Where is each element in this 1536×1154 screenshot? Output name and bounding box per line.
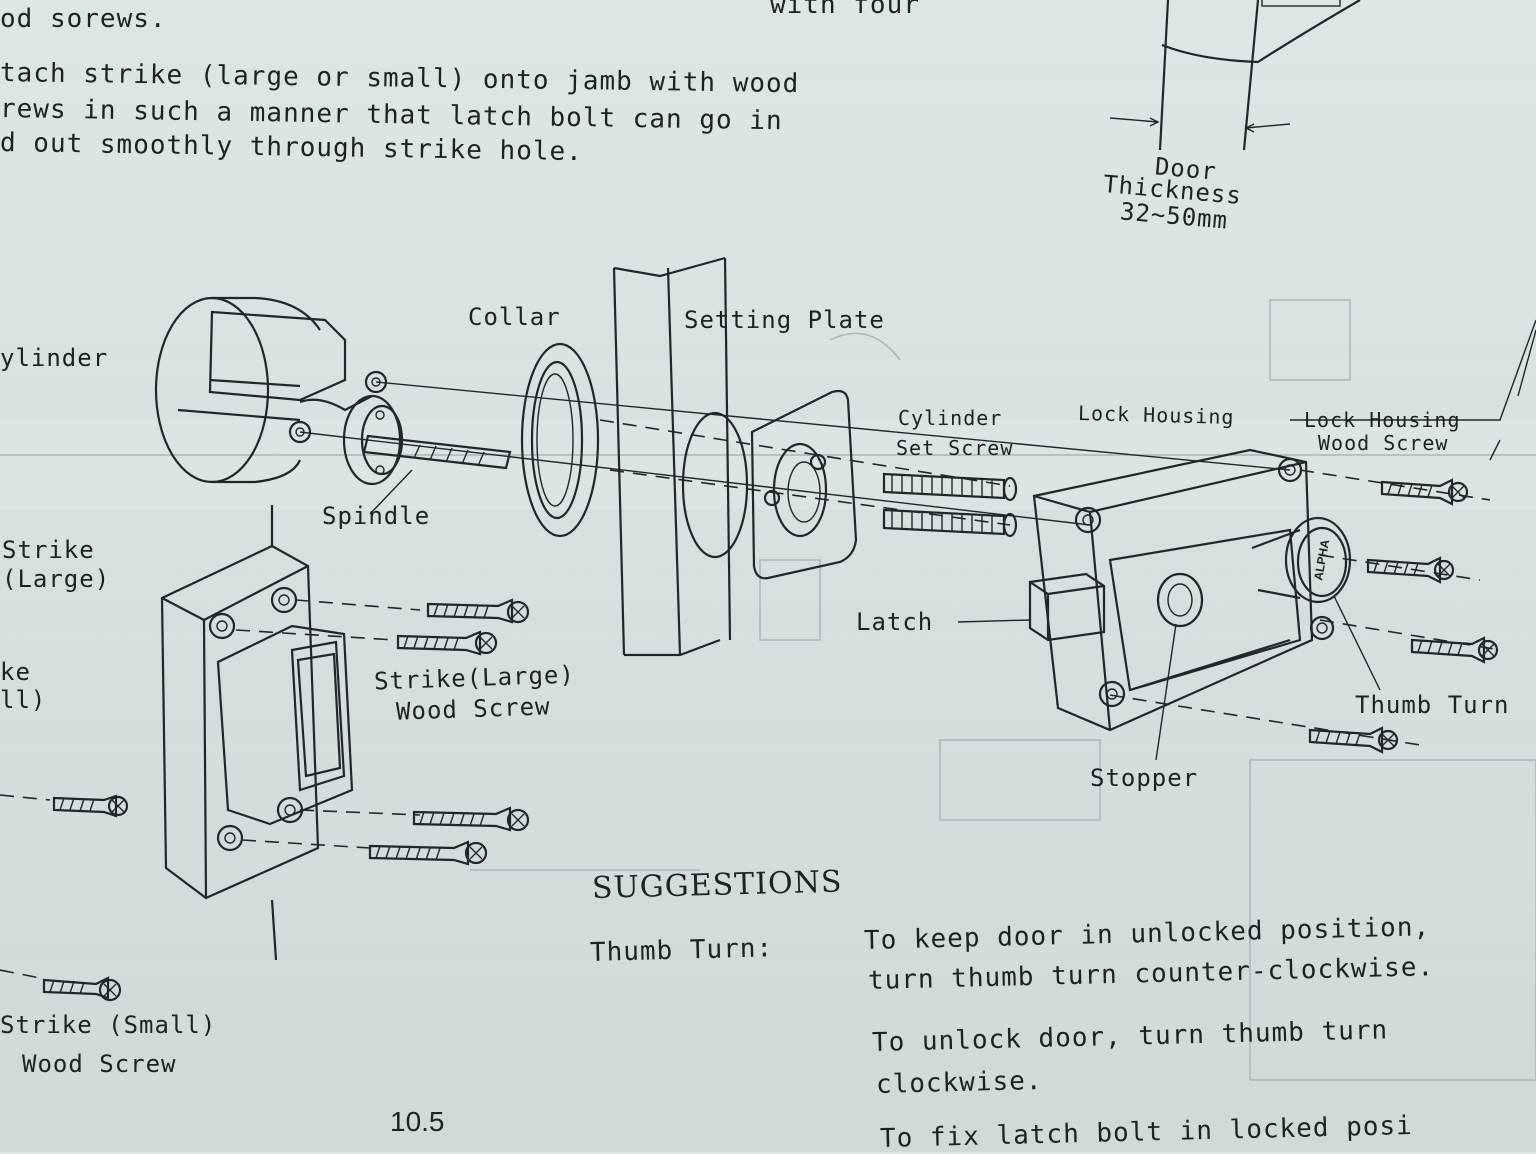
door-thickness-sketch [1109, 0, 1361, 151]
lock-housing-part [1032, 448, 1335, 761]
assembly-axis-lines [299, 381, 1501, 746]
label-strike-small-cut-2: ll) [0, 686, 47, 714]
label-strike-large-1: Strike [2, 536, 95, 564]
strike-wood-screws [0, 598, 530, 1002]
suggestions-thumb-turn-label: Thumb Turn: [589, 933, 774, 968]
label-lock-housing-wood-screw-1: Lock Housing [1304, 408, 1461, 432]
label-stopper: Stopper [1090, 764, 1199, 792]
label-strike-small-wood-screw-1: Strike (Small) [0, 1011, 217, 1039]
label-strike-large-wood-screw-2: Wood Screw [395, 692, 551, 726]
intro-line-0: od sorews. [0, 4, 167, 34]
label-setting-plate: Setting Plate [684, 306, 885, 334]
leader-lines [1290, 319, 1536, 461]
suggestions-p2-line2: clockwise. [875, 1065, 1043, 1100]
spindle-part [362, 434, 512, 515]
label-cylinder-set-screw-1: Cylinder [898, 406, 1003, 430]
door-edge [612, 256, 732, 657]
label-cylinder: ylinder [0, 344, 109, 372]
label-strike-large-wood-screw-1: Strike(Large) [373, 660, 576, 696]
label-strike-small-cut-1: ke [0, 658, 31, 686]
label-lock-housing-wood-screw-2: Wood Screw [1318, 431, 1449, 455]
strike-large-part [160, 505, 421, 961]
page-number: 10.5 [390, 1106, 445, 1137]
label-cylinder-set-screw-2: Set Screw [896, 436, 1014, 460]
intro-line-0-right: with four [770, 0, 920, 20]
cylinder-part [154, 296, 404, 486]
show-through-ghost-lines [0, 299, 1536, 1081]
label-strike-small-wood-screw-2: Wood Screw [22, 1050, 177, 1078]
label-strike-large-2: (Large) [2, 565, 111, 593]
label-collar: Collar [468, 303, 561, 331]
lock-housing-wood-screws [1308, 478, 1499, 754]
latch-part [957, 572, 1106, 642]
label-lock-housing: Lock Housing [1077, 400, 1235, 430]
label-latch: Latch [856, 608, 934, 636]
suggestions-heading: SUGGESTIONS [591, 864, 843, 906]
label-spindle: Spindle [322, 502, 431, 530]
thumb-turn-part [1251, 516, 1381, 691]
collar-part [520, 342, 600, 538]
label-thumb-turn: Thumb Turn [1355, 691, 1510, 719]
